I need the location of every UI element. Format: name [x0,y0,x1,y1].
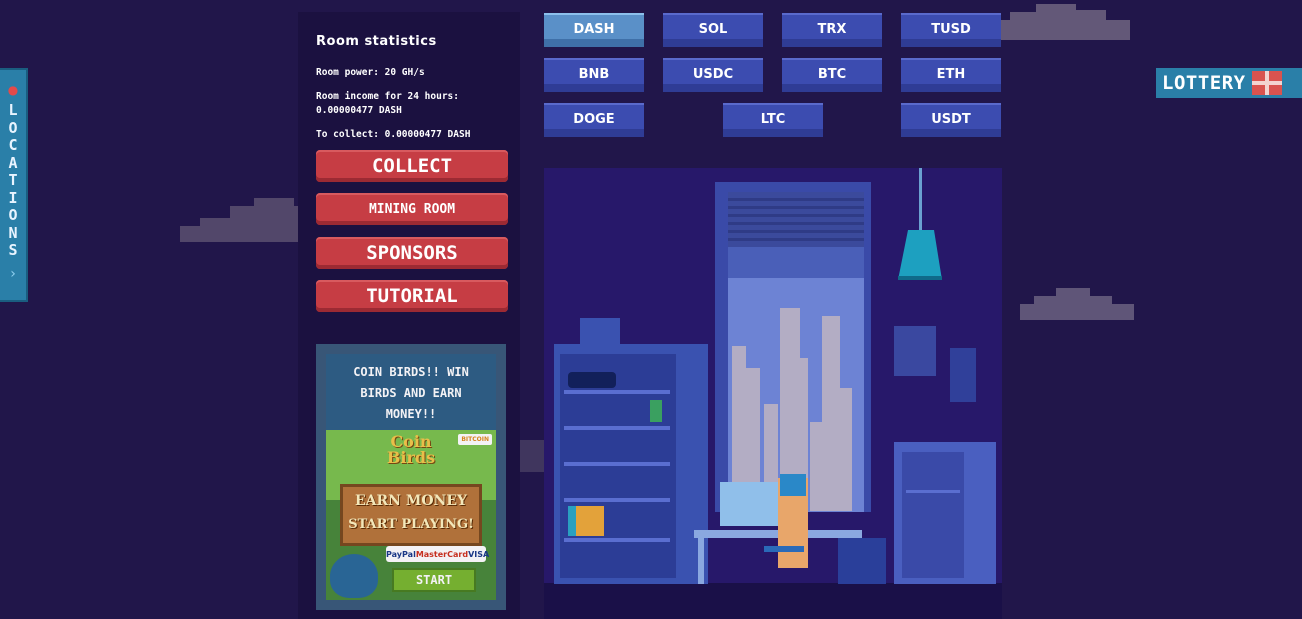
map-pin-icon: ● [7,83,19,97]
desk [694,474,886,584]
room-income-label: Room income for 24 hours: [316,91,459,102]
ad-brand: Coin Birds [386,432,436,467]
chevron-right-icon: › [10,265,16,282]
bookshelf [554,318,708,584]
mining-room-button[interactable]: MINING ROOM [316,193,508,225]
ad-earn-text: EARN MONEY [355,493,467,509]
coin-button-sol[interactable]: SOL [663,13,763,47]
coin-birds-ad[interactable]: COIN BIRDS!! WIN BIRDS AND EARN MONEY!! … [316,344,506,610]
coin-button-tusd[interactable]: TUSD [901,13,1001,47]
mining-room-scene [544,168,1002,619]
paypal-logo: PayPal [386,549,416,559]
stats-title: Room statistics [316,34,437,49]
bird-icon [330,554,378,598]
coin-button-doge[interactable]: DOGE [544,103,644,137]
cabinet [894,326,996,584]
coin-button-btc[interactable]: BTC [782,58,882,92]
cloud-decoration [990,4,1130,40]
room-income-value: 0.00000477 DASH [316,105,402,116]
coin-button-usdt[interactable]: USDT [901,103,1001,137]
coin-button-usdc[interactable]: USDC [663,58,763,92]
bitcoin-badge: BITCOIN [458,434,492,445]
ad-start-button[interactable]: START [392,568,476,592]
payment-logos: PayPal MasterCard VISA [386,546,490,562]
ad-start-playing-text: START PLAYING! [348,517,474,532]
ad-image[interactable]: Coin Birds BITCOIN EARN MONEY START PLAY… [326,430,496,600]
coin-button-dash[interactable]: DASH [544,13,644,47]
visa-logo: VISA [468,549,490,559]
lottery-button[interactable]: LOTTERY [1156,68,1302,98]
ad-title: COIN BIRDS!! WIN BIRDS AND EARN MONEY!! [353,365,469,421]
locations-label: L O C A T I O N S [8,101,18,259]
coin-button-trx[interactable]: TRX [782,13,882,47]
coin-button-ltc[interactable]: LTC [723,103,823,137]
collect-button[interactable]: COLLECT [316,150,508,182]
hanging-lamp [898,168,942,280]
window [715,182,871,512]
room-power: Room power: 20 GH/s [316,67,425,78]
cloud-decoration [1020,288,1134,320]
gift-icon [1251,71,1282,95]
to-collect: To collect: 0.00000477 DASH [316,129,471,140]
mastercard-logo: MasterCard [415,549,469,559]
tutorial-button[interactable]: TUTORIAL [316,280,508,312]
coin-button-bnb[interactable]: BNB [544,58,644,92]
ad-body: COIN BIRDS!! WIN BIRDS AND EARN MONEY!! … [326,354,496,600]
coin-button-eth[interactable]: ETH [901,58,1001,92]
locations-tab[interactable]: ● L O C A T I O N S › [0,68,28,302]
lottery-label: LOTTERY [1162,72,1246,94]
sponsors-button[interactable]: SPONSORS [316,237,508,269]
ad-sign-board: EARN MONEY START PLAYING! [340,484,482,546]
room-stats-panel: Room statistics Room power: 20 GH/s Room… [298,12,520,619]
